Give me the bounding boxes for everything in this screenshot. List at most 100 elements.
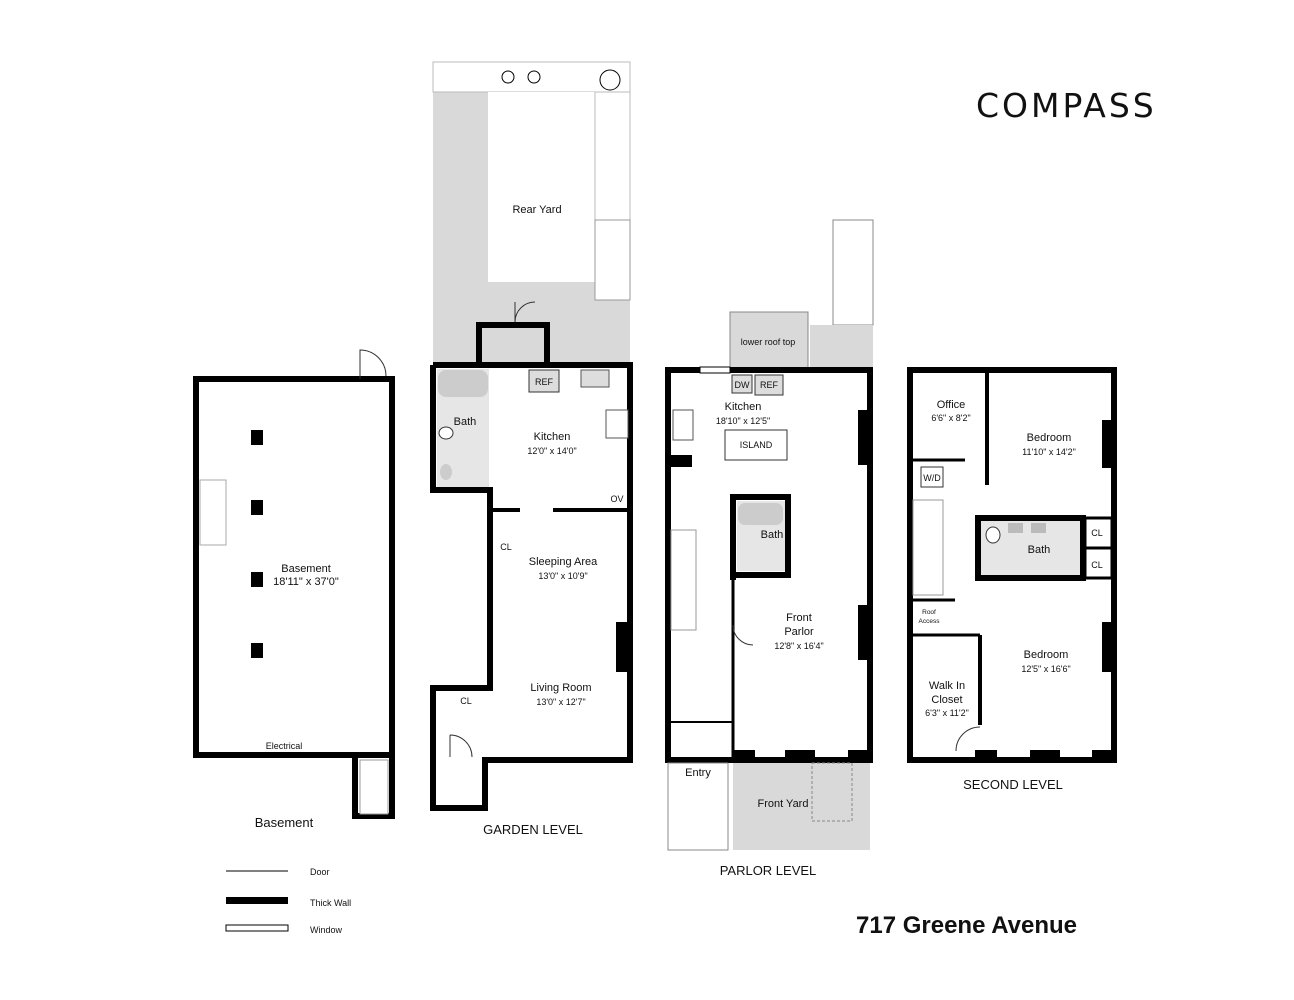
basement-plan: Basement 18'11" x 37'0" Electrical Basem…: [193, 349, 395, 830]
pillar: [251, 500, 263, 515]
sink-icon: [1008, 523, 1023, 533]
stove-icon: [672, 409, 694, 441]
deck: [810, 325, 873, 370]
thick-wall: [670, 455, 692, 467]
roof-access-label: Access: [919, 618, 941, 625]
legend-window-swatch: [225, 924, 289, 932]
washer-dryer-label: W/D: [923, 473, 941, 483]
level-title: Basement: [255, 815, 314, 830]
level-title: GARDEN LEVEL: [483, 822, 583, 837]
front-yard-label: Front Yard: [758, 798, 809, 810]
room-dims: 13'0" x 10'9": [538, 571, 587, 581]
room-dims: 18'10" x 12'5": [716, 416, 770, 426]
bathtub-icon: [438, 370, 488, 397]
window: [699, 366, 731, 374]
basement-stair-well: [352, 755, 395, 819]
bath-label: Bath: [454, 416, 477, 428]
room-dims: 12'0" x 14'0": [527, 446, 576, 456]
bath-label: Bath: [1028, 544, 1051, 556]
room-label: Walk In: [929, 680, 965, 692]
garden-entry-vestibule: [476, 322, 550, 365]
entry-label: Entry: [685, 767, 711, 779]
ref-label: REF: [760, 380, 779, 390]
room-label: Living Room: [530, 682, 591, 694]
level-title: PARLOR LEVEL: [720, 863, 817, 878]
room-dims: 12'5" x 16'6": [1021, 664, 1070, 674]
thick-wall: [616, 622, 630, 672]
parlor-walls: [665, 367, 873, 763]
toilet-icon: [985, 526, 1001, 544]
pillar: [251, 572, 263, 587]
sink-icon: [440, 464, 452, 480]
spiral-stairs: [912, 499, 944, 596]
closet-door: [955, 726, 981, 752]
closet-label: CL: [1091, 528, 1103, 538]
pillar: [251, 430, 263, 445]
tree-icon: [599, 69, 621, 91]
roof-access-label: Roof: [922, 609, 936, 616]
room-dims: 12'8" x 16'4": [774, 641, 823, 651]
lower-roof-top: [729, 311, 809, 371]
basement-walls: [193, 376, 395, 758]
ref-label: REF: [535, 377, 554, 387]
room-label: Sleeping Area: [529, 556, 598, 568]
thick-wall: [858, 410, 870, 465]
legend-label: Door: [310, 867, 330, 877]
stove-icon: [605, 409, 629, 439]
interior-stairs: [670, 529, 697, 631]
legend: Door Thick Wall Window: [225, 867, 351, 935]
room-label: Kitchen: [534, 431, 571, 443]
room-dims: 11'10" x 14'2": [1022, 447, 1076, 457]
room-label: Basement: [281, 563, 331, 575]
plant-icon: [527, 70, 541, 84]
level-title: SECOND LEVEL: [963, 777, 1063, 792]
room-label: Parlor: [784, 626, 814, 638]
sink-icon: [1031, 523, 1046, 533]
front-door: [449, 734, 473, 758]
room-label: Kitchen: [725, 401, 762, 413]
legend-label: Thick Wall: [310, 898, 351, 908]
legend-label: Window: [310, 925, 343, 935]
legend-thick-wall-swatch: [226, 897, 288, 904]
compass-logo: COMPASS: [976, 86, 1157, 125]
closet-label: CL: [460, 696, 472, 706]
dishwasher-label: DW: [735, 380, 750, 390]
stoop-stairs: [667, 762, 729, 851]
room-dims: 13'0" x 12'7": [536, 697, 585, 707]
parlor-level-plan: lower roof top DW REF Kitchen 18'10" x 1…: [665, 219, 874, 878]
closet-label: CL: [1091, 560, 1103, 570]
garden-walls: [430, 362, 633, 811]
property-address: 717 Greene Avenue: [856, 912, 1078, 939]
second-level-walls: [907, 367, 1117, 763]
basement-door: [359, 349, 387, 379]
parlor-bath-walls: [730, 494, 791, 580]
thick-wall: [858, 605, 870, 660]
room-label: Closet: [931, 694, 962, 706]
front-yard: [733, 763, 870, 850]
closet-label: CL: [500, 542, 512, 552]
second-bath-walls: [975, 515, 1086, 581]
room-label: Bedroom: [1024, 649, 1069, 661]
room-dims: 6'3" x 11'2": [925, 708, 969, 718]
second-level-plan: Office 6'6" x 8'2" W/D Bedroom 11'10" x …: [907, 367, 1117, 792]
room-dims: 6'6" x 8'2": [931, 413, 970, 423]
plant-icon: [501, 70, 515, 84]
electrical-label: Electrical: [266, 741, 303, 751]
basement-stairs: [359, 759, 389, 815]
room-dims: 18'11" x 37'0": [273, 576, 339, 588]
rear-stairs: [832, 219, 874, 326]
garden-level-plan: Rear Yard Bath REF OV Kitchen 12'0" x 14…: [430, 61, 633, 837]
rear-door: [514, 301, 536, 323]
rear-yard-stairs: [594, 219, 631, 301]
pillar: [251, 643, 263, 658]
bathtub-icon: [738, 503, 783, 525]
basement-side-stairs: [199, 479, 227, 546]
island-label: ISLAND: [740, 440, 773, 450]
kitchen-sink-icon: [580, 369, 610, 388]
oven-label: OV: [610, 494, 623, 504]
toilet-icon: [438, 426, 454, 440]
refrigerator: [528, 369, 560, 393]
parlor-door: [732, 624, 754, 646]
rear-yard-label: Rear Yard: [512, 204, 561, 216]
